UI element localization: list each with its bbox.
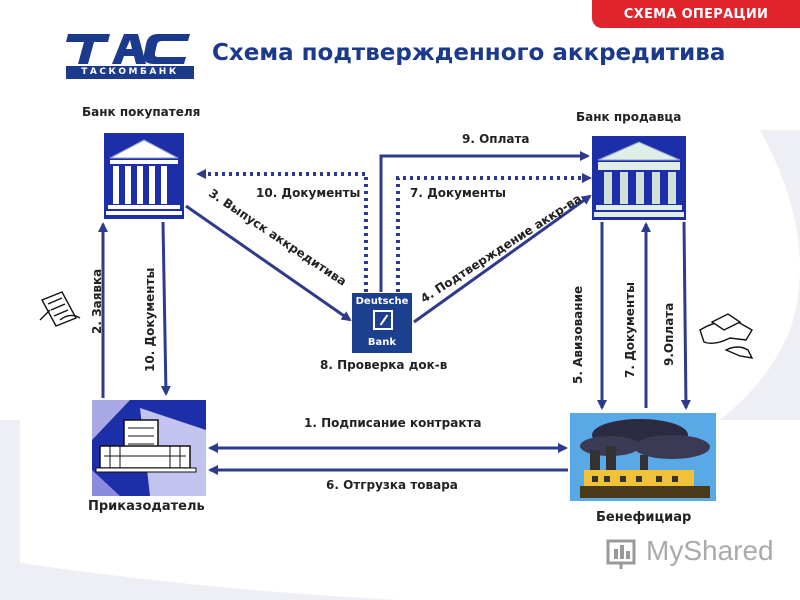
deutsche-bank-logo-icon bbox=[373, 310, 393, 330]
flow-9-top-label: 9. Оплата bbox=[462, 132, 530, 146]
confirming-bank-name: Deutsche bbox=[355, 296, 409, 307]
beneficiary-label: Бенефициар bbox=[596, 510, 692, 525]
flow-7-right-label: 7. Документы bbox=[623, 281, 637, 378]
flow-1-label: 1. Подписание контракта bbox=[304, 416, 482, 430]
watermark-text: MyShared bbox=[646, 535, 774, 566]
arrow-f3 bbox=[185, 204, 352, 322]
page-title: Схема подтвержденного аккредитива bbox=[212, 40, 726, 66]
flow-6-label: 6. Отгрузка товара bbox=[326, 478, 458, 492]
flow-2-label: 2. Заявка bbox=[90, 268, 104, 334]
confirming-bank-box: Deutsche Bank bbox=[352, 293, 412, 353]
flow-8-label: 8. Проверка док-в bbox=[320, 358, 448, 372]
flow-7-docs-label: 7. Документы bbox=[410, 186, 507, 200]
confirming-bank-sub: Bank bbox=[367, 337, 397, 348]
flow-9-right-label: 9.Оплата bbox=[662, 302, 676, 366]
contract-document-icon bbox=[39, 291, 81, 327]
beneficiary-plant-icon bbox=[570, 413, 716, 501]
seller-bank-icon bbox=[592, 136, 686, 220]
buyer-bank-label: Банк покупателя bbox=[82, 105, 201, 119]
seller-bank-label: Банк продавца bbox=[576, 110, 682, 124]
operation-scheme-tag: СХЕМА ОПЕРАЦИИ bbox=[592, 0, 800, 28]
arrow-f9-top bbox=[379, 151, 590, 292]
logo-caption: ТАСКОМБАНК bbox=[66, 66, 194, 79]
payment-hand-icon bbox=[699, 313, 754, 359]
applicant-label: Приказодатель bbox=[88, 499, 205, 514]
arrow-f4 bbox=[413, 194, 592, 324]
arrow-f7-docs bbox=[396, 173, 592, 292]
flow-10-docs-label: 10. Документы bbox=[256, 186, 361, 200]
myshared-watermark-icon bbox=[606, 539, 636, 569]
arrow-f10-left bbox=[160, 221, 171, 396]
arrow-f9-right bbox=[680, 221, 691, 410]
buyer-bank-icon bbox=[104, 133, 184, 219]
flow-5-label: 5. Авизование bbox=[571, 285, 585, 384]
applicant-building-icon bbox=[92, 400, 206, 496]
flow-10-left-label: 10. Документы bbox=[143, 267, 157, 372]
